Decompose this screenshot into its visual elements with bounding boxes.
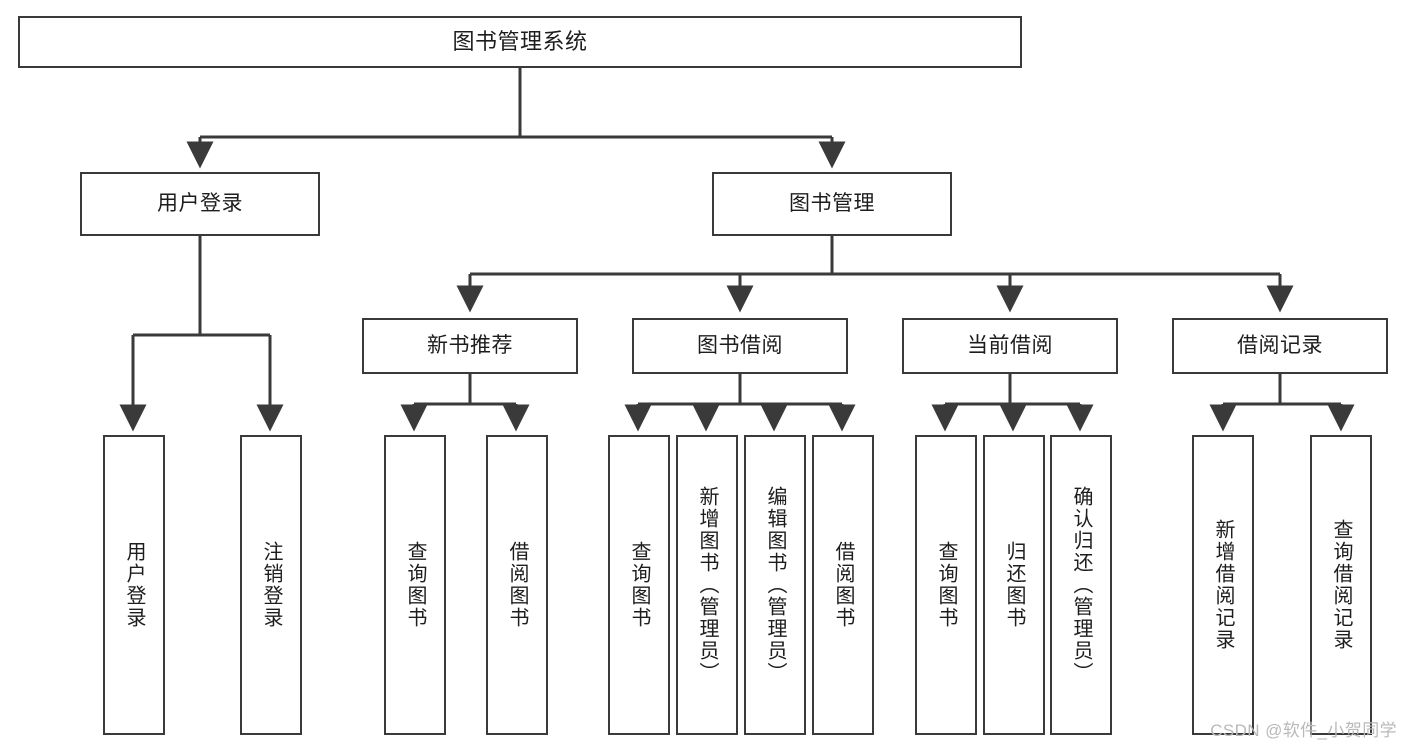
node-leaf-edit-book-label: 编辑图书（管理员） [764, 486, 786, 684]
node-leaf-add-book[interactable]: 新增图书（管理员） [676, 435, 738, 735]
node-current-borrow-label: 当前借阅 [967, 333, 1053, 357]
node-leaf-add-record-label: 新增借阅记录 [1212, 519, 1234, 651]
node-leaf-query-record[interactable]: 查询借阅记录 [1310, 435, 1372, 735]
node-leaf-return-book-label: 归还图书 [1003, 541, 1025, 629]
node-leaf-logout-label: 注销登录 [260, 541, 282, 629]
node-leaf-logout[interactable]: 注销登录 [240, 435, 302, 735]
node-leaf-query-book-1-label: 查询图书 [404, 541, 426, 629]
node-borrow-record[interactable]: 借阅记录 [1172, 318, 1388, 374]
node-leaf-return-book[interactable]: 归还图书 [983, 435, 1045, 735]
node-leaf-query-book-2-label: 查询图书 [628, 541, 650, 629]
node-leaf-query-book-3-label: 查询图书 [935, 541, 957, 629]
node-book-management-label: 图书管理 [789, 191, 875, 215]
node-leaf-user-login-label: 用户登录 [123, 541, 145, 629]
node-leaf-query-record-label: 查询借阅记录 [1330, 519, 1352, 651]
node-leaf-borrow-book-1-label: 借阅图书 [506, 541, 528, 629]
node-leaf-add-book-label: 新增图书（管理员） [696, 486, 718, 684]
node-leaf-borrow-book-2-label: 借阅图书 [832, 541, 854, 629]
node-leaf-borrow-book-1[interactable]: 借阅图书 [486, 435, 548, 735]
node-user-login-label: 用户登录 [157, 191, 243, 215]
node-leaf-query-book-3[interactable]: 查询图书 [915, 435, 977, 735]
node-leaf-confirm-return[interactable]: 确认归还（管理员） [1050, 435, 1112, 735]
node-leaf-query-book-1[interactable]: 查询图书 [384, 435, 446, 735]
node-leaf-user-login[interactable]: 用户登录 [103, 435, 165, 735]
node-leaf-query-book-2[interactable]: 查询图书 [608, 435, 670, 735]
node-leaf-edit-book[interactable]: 编辑图书（管理员） [744, 435, 806, 735]
node-book-borrow-label: 图书借阅 [697, 333, 783, 357]
node-book-management[interactable]: 图书管理 [712, 172, 952, 236]
node-borrow-record-label: 借阅记录 [1237, 333, 1323, 357]
node-leaf-add-record[interactable]: 新增借阅记录 [1192, 435, 1254, 735]
node-user-login[interactable]: 用户登录 [80, 172, 320, 236]
node-current-borrow[interactable]: 当前借阅 [902, 318, 1118, 374]
node-new-book-recommend[interactable]: 新书推荐 [362, 318, 578, 374]
watermark-text: CSDN @软件_小贺同学 [1210, 721, 1397, 740]
node-leaf-borrow-book-2[interactable]: 借阅图书 [812, 435, 874, 735]
node-new-book-recommend-label: 新书推荐 [427, 333, 513, 357]
node-book-borrow[interactable]: 图书借阅 [632, 318, 848, 374]
node-leaf-confirm-return-label: 确认归还（管理员） [1070, 486, 1092, 684]
node-root[interactable]: 图书管理系统 [18, 16, 1022, 68]
node-root-label: 图书管理系统 [452, 29, 588, 55]
